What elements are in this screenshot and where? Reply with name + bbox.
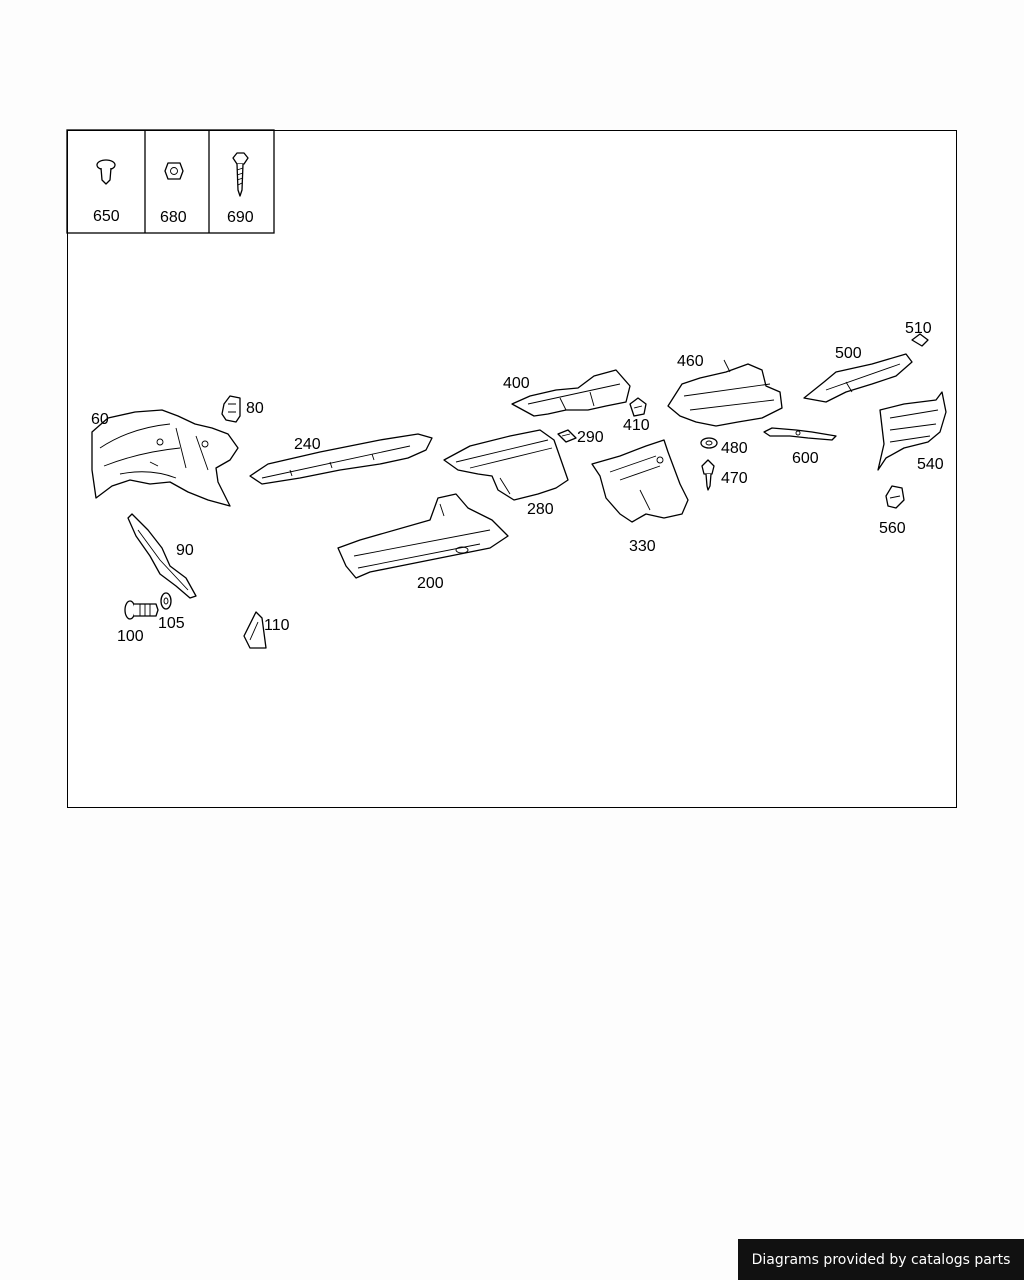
credit-banner: Diagrams provided by catalogs parts	[738, 1239, 1024, 1280]
part-600-strip	[763, 427, 837, 441]
fastener-legend-box: 650 680 690	[66, 129, 275, 234]
callout-200: 200	[417, 575, 444, 592]
part-560-clip	[885, 485, 905, 509]
part-400-shield	[511, 369, 631, 417]
callout-290: 290	[577, 429, 604, 446]
callout-690: 690	[227, 209, 254, 226]
part-480-washer	[700, 437, 718, 449]
part-110-shield	[243, 611, 267, 649]
part-200-tunnel-shield	[337, 493, 509, 579]
callout-105: 105	[158, 615, 185, 632]
callout-460: 460	[677, 353, 704, 370]
push-clip-icon	[96, 159, 116, 185]
callout-650: 650	[93, 208, 120, 225]
callout-90: 90	[176, 542, 194, 559]
part-290-clip	[557, 429, 577, 443]
callout-240: 240	[294, 436, 321, 453]
nut-icon	[164, 162, 184, 180]
part-240-heat-shield	[249, 433, 433, 485]
callout-600: 600	[792, 450, 819, 467]
callout-110: 110	[264, 617, 290, 634]
part-470-screw	[701, 459, 715, 491]
callout-60: 60	[91, 411, 109, 428]
callout-680: 680	[160, 209, 187, 226]
callout-500: 500	[835, 345, 862, 362]
part-105-washer	[160, 592, 172, 610]
part-90-bracket	[127, 513, 197, 599]
part-500-shield	[803, 353, 913, 403]
callout-540: 540	[917, 456, 944, 473]
part-510-clip	[911, 333, 929, 347]
part-540-shield	[877, 391, 947, 471]
callout-280: 280	[527, 501, 554, 518]
callout-330: 330	[629, 538, 656, 555]
callout-510: 510	[905, 320, 932, 337]
part-80-clip	[221, 395, 241, 423]
part-460-shield	[667, 359, 783, 427]
callout-400: 400	[503, 375, 530, 392]
callout-100: 100	[117, 628, 144, 645]
part-330-shield	[591, 439, 689, 523]
callout-410: 410	[623, 417, 650, 434]
part-280-shield	[443, 429, 569, 501]
screw-icon	[232, 152, 249, 197]
callout-480: 480	[721, 440, 748, 457]
callout-470: 470	[721, 470, 748, 487]
part-100-bolt	[124, 600, 159, 620]
callout-80: 80	[246, 400, 264, 417]
part-60-heat-shield	[91, 409, 239, 507]
part-410-clip	[629, 397, 647, 417]
callout-560: 560	[879, 520, 906, 537]
